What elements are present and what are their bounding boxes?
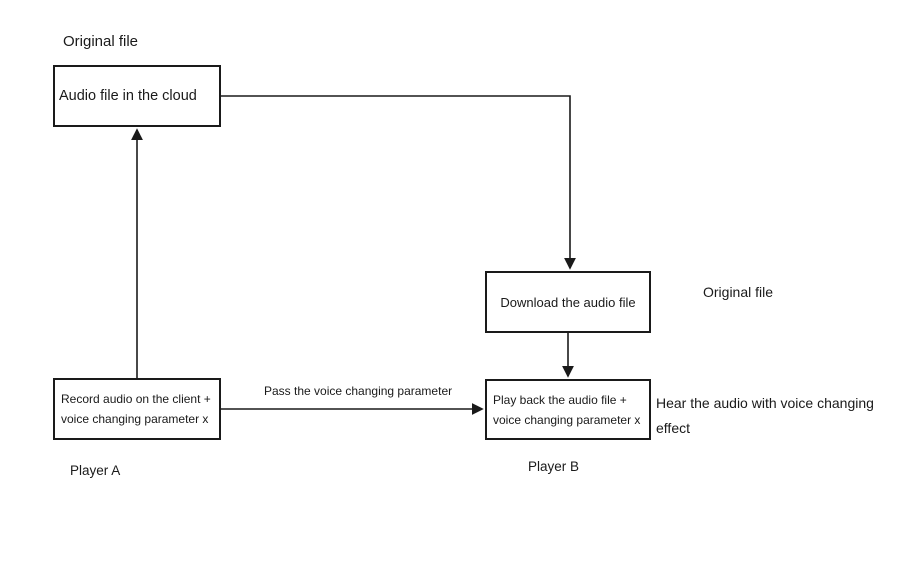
box-record-audio-line2: voice changing parameter x [61,412,209,426]
label-player-a: Player A [70,463,121,478]
box-audio-file-in-cloud-label: Audio file in the cloud [59,88,197,104]
box-download-audio-file: Download the audio file [485,271,651,333]
label-original-file-right: Original file [703,284,774,300]
box-download-audio-file-label: Download the audio file [500,294,636,310]
box-playback-audio-line1: Play back the audio file + [493,392,627,407]
label-hear-effect: Hear the audio with voice changing effec… [656,395,874,436]
label-pass-voice-parameter: Pass the voice changing parameter [264,384,453,398]
box-playback-audio-file: Play back the audio file + voice changin… [485,379,651,440]
box-record-audio-client: Record audio on the client + voice chang… [53,378,221,440]
label-player-b: Player B [528,459,580,474]
label-original-file-top: Original file [63,33,139,50]
box-audio-file-in-cloud: Audio file in the cloud [53,65,221,127]
box-record-audio-line1: Record audio on the client + [61,392,211,406]
box-playback-audio-line2: voice changing parameter x [493,412,641,427]
connector-cloud-to-download [221,95,576,270]
